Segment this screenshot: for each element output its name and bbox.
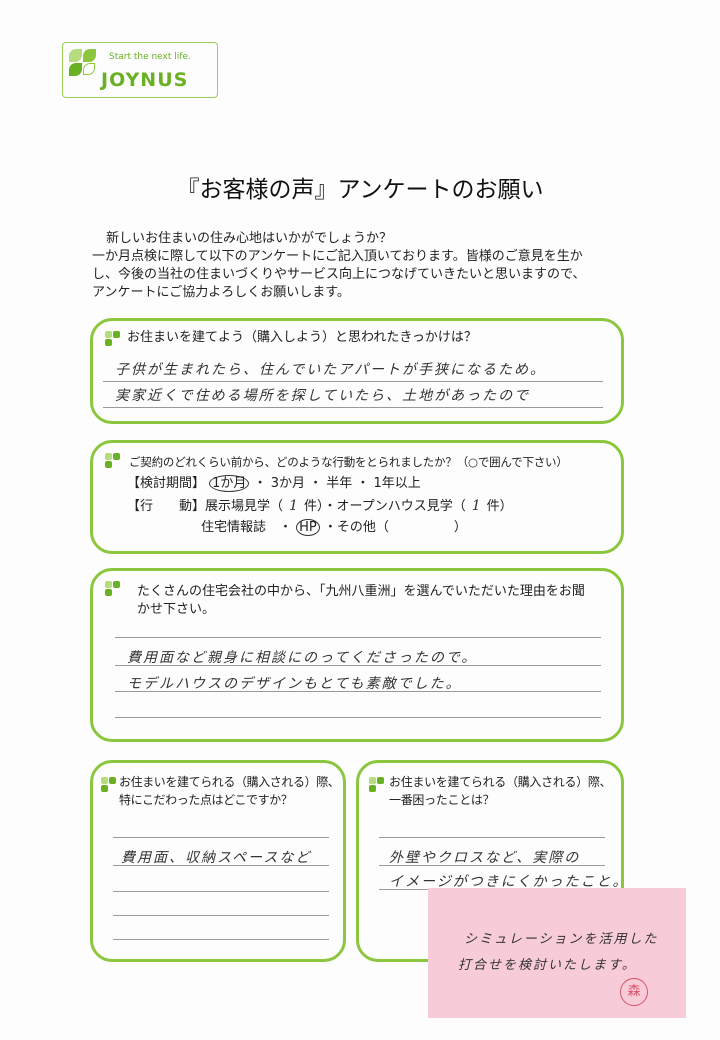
intro-line: 一か月点検に際して以下のアンケートにご記入頂いております。皆様のご意見を生か — [92, 249, 583, 264]
answer-line — [115, 717, 601, 718]
page-title: 『お客様の声』アンケートのお願い — [176, 177, 544, 203]
showroom-count[interactable]: 1 — [289, 498, 298, 514]
clover-icon — [369, 777, 385, 793]
logo-leaf-icon — [83, 63, 95, 75]
open-house-label: ・オープンハウス見学（ — [323, 499, 466, 514]
handwritten-answer: 子供が生まれたら、住んでいたアパートが手狭になるため。 — [115, 362, 547, 378]
handwritten-answer: 外壁やクロスなど、実際の — [389, 850, 581, 866]
intro-line: アンケートにご協力よろしくお願いします。 — [92, 285, 350, 300]
clover-icon — [105, 453, 121, 469]
question-text: お住まいを建てられる（購入される）際、特にこだわった点はどこですか？ — [119, 775, 340, 807]
period-label: 【検討期間】 — [127, 476, 206, 491]
logo-leaf-icon — [69, 63, 82, 76]
hanko-stamp: 森 — [620, 978, 648, 1006]
unit-label: 件） — [303, 499, 324, 514]
period-option[interactable]: 半年 — [326, 476, 353, 491]
handwritten-answer: 実家近くで住める場所を探していたら、土地があったので — [115, 388, 531, 404]
note-line: 打合せを検討いたします。 — [458, 958, 637, 973]
answer-line — [113, 891, 329, 892]
handwritten-answer: 費用面、収納スペースなど — [121, 850, 312, 866]
question-box-1: お住まいを建てよう（購入しよう）と思われたきっかけは？ 子供が生まれたら、住んで… — [90, 318, 624, 424]
intro-line: し、今後の当社の住まいづくりやサービス向上につなげていきたいと思いますので、 — [92, 267, 586, 282]
handwritten-answer: モデルハウスのデザインもとても素敵でした。 — [127, 676, 462, 692]
question-box-3: たくさんの住宅会社の中から、「九州八重洲」を選んでいただいた理由をお聞かせ下さい… — [90, 568, 624, 742]
clover-icon — [105, 581, 121, 597]
logo-brand: JOYNUS — [101, 69, 189, 91]
period-option[interactable]: 3か月 — [270, 476, 305, 491]
unit-label: 件） — [486, 499, 513, 514]
intro-text: 新しいお住まいの住み心地はいかがでしょうか？ 一か月点検に際して以下のアンケート… — [92, 230, 652, 302]
sticky-note: シミュレーションを活用した 打合せを検討いたします。 — [428, 888, 686, 1018]
period-option[interactable]: 1年以上 — [373, 476, 421, 491]
question-text: ご契約のどれくらい前から、どのような行動をとられましたか？（○で囲んで下さい） — [129, 455, 568, 469]
period-row: 【検討期間】 1か月 ・ 3か月 ・ 半年 ・ 1年以上 — [127, 475, 421, 492]
answer-line — [113, 915, 329, 916]
magazine-option[interactable]: 住宅情報誌 ・ — [201, 520, 293, 535]
question-text: お住まいを建てよう（購入しよう）と思われたきっかけは？ — [127, 330, 477, 345]
action-label: 【行 動】 — [127, 499, 206, 514]
answer-line — [379, 865, 605, 866]
note-line: シミュレーションを活用した — [464, 932, 659, 947]
answer-line — [113, 837, 329, 838]
open-house-count[interactable]: 1 — [471, 498, 481, 514]
intro-line: 新しいお住まいの住み心地はいかがでしょうか？ — [106, 231, 393, 246]
showroom-label: 展示場見学（ — [205, 499, 284, 514]
clover-icon — [105, 331, 121, 347]
other-option[interactable]: ・その他（ ） — [323, 520, 467, 535]
clover-icon — [101, 777, 117, 793]
answer-line — [115, 691, 601, 692]
answer-line — [379, 837, 605, 838]
handwritten-answer: 費用面など親身に相談にのってくださったので。 — [127, 650, 478, 666]
answer-line — [103, 407, 603, 408]
answer-line — [113, 865, 329, 866]
answer-line — [113, 939, 329, 940]
logo-leaf-icon — [83, 49, 96, 62]
handwritten-answer: イメージがつきにくかったこと。 — [389, 874, 629, 890]
logo-leaf-icon — [69, 49, 82, 62]
period-option-selected[interactable]: 1か月 — [209, 475, 250, 492]
question-box-2: ご契約のどれくらい前から、どのような行動をとられましたか？（○で囲んで下さい） … — [90, 440, 624, 554]
logo-tagline: Start the next life. — [109, 52, 191, 62]
answer-line — [103, 381, 603, 382]
question-text: お住まいを建てられる（購入される）際、一番困ったことは？ — [389, 775, 612, 807]
answer-line — [115, 665, 601, 666]
question-box-4: お住まいを建てられる（購入される）際、特にこだわった点はどこですか？ 費用面、収… — [90, 760, 346, 962]
question-text: たくさんの住宅会社の中から、「九州八重洲」を選んでいただいた理由をお聞かせ下さい… — [137, 584, 585, 617]
answer-line — [115, 637, 601, 638]
action-row-2: 住宅情報誌 ・ HP ・その他（ ） — [201, 519, 467, 537]
joynus-logo: Start the next life. JOYNUS — [62, 42, 218, 98]
hp-option-selected[interactable]: HP — [296, 519, 320, 536]
